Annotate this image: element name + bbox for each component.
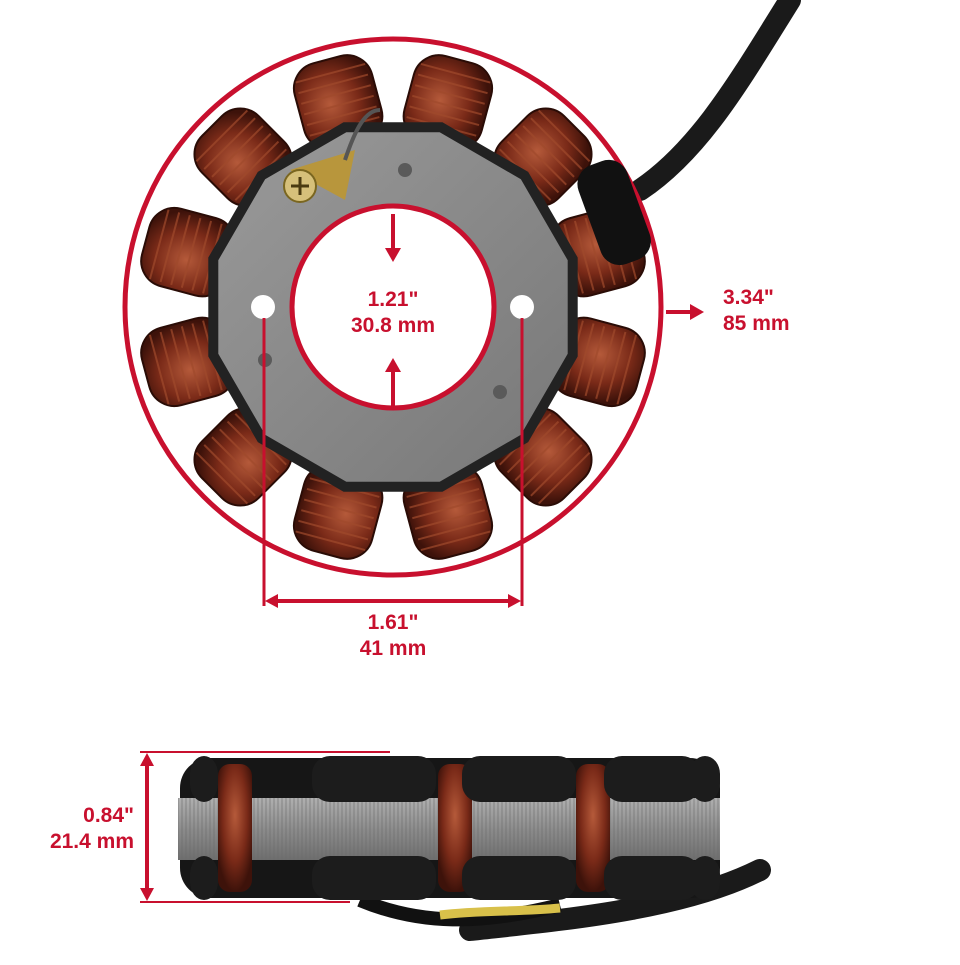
- stator-side-view: [140, 751, 771, 941]
- side-coil: [438, 764, 472, 892]
- pole-cap-bottom: [604, 856, 700, 900]
- mounting-hole-right: [510, 295, 534, 319]
- outer-arrowhead: [690, 304, 704, 320]
- wire-harness-bottom: [459, 859, 771, 941]
- hole-spacing-inch: 1.61": [367, 611, 419, 634]
- height-label: 0.84" 21.4 mm: [10, 803, 134, 855]
- pole-cap-top: [190, 756, 218, 802]
- yellow-lead: [439, 903, 561, 920]
- height-mm: 21.4 mm: [49, 830, 134, 853]
- hole-spacing-label: 1.61" 41 mm: [333, 610, 453, 662]
- stator-top-view: [122, 36, 704, 608]
- hole-spacing-arrowhead-right: [508, 594, 521, 608]
- side-poles: [190, 756, 720, 900]
- outer-diameter-circle: [122, 36, 664, 578]
- outer-diameter-mm: 85 mm: [723, 312, 790, 335]
- height-arrowhead-top: [140, 753, 154, 766]
- pole-cap-top: [312, 756, 436, 802]
- side-coil: [576, 764, 610, 892]
- inner-diameter-mm: 30.8 mm: [350, 314, 436, 337]
- ground-screw: [283, 108, 381, 203]
- inner-arrowhead-top: [385, 248, 401, 262]
- pole-cap-bottom: [690, 856, 720, 900]
- side-coil: [218, 764, 252, 892]
- rivet: [398, 163, 412, 177]
- inner-diameter-inch: 1.21": [367, 288, 419, 311]
- wire-grommet: [577, 159, 651, 266]
- outer-diameter-inch: 3.34": [723, 286, 774, 309]
- outer-diameter-label: 3.34" 85 mm: [723, 285, 790, 337]
- pole-cap-top: [690, 756, 720, 802]
- pole-cap-bottom: [312, 856, 436, 900]
- mounting-hole-left: [251, 295, 275, 319]
- height-inch: 0.84": [83, 804, 134, 827]
- hole-spacing-mm: 41 mm: [359, 637, 427, 660]
- pole-cap-top: [604, 756, 700, 802]
- wire-harness-top: [629, 0, 801, 201]
- pole-cap-top: [462, 756, 576, 802]
- rivet: [493, 385, 507, 399]
- side-windings: [218, 764, 610, 892]
- hole-spacing-arrowhead-left: [265, 594, 278, 608]
- height-arrowhead-bottom: [140, 888, 154, 901]
- inner-diameter-label: 1.21" 30.8 mm: [330, 287, 456, 339]
- pole-cap-bottom: [462, 856, 576, 900]
- inner-arrowhead-bottom: [385, 358, 401, 372]
- pole-cap-bottom: [190, 856, 218, 900]
